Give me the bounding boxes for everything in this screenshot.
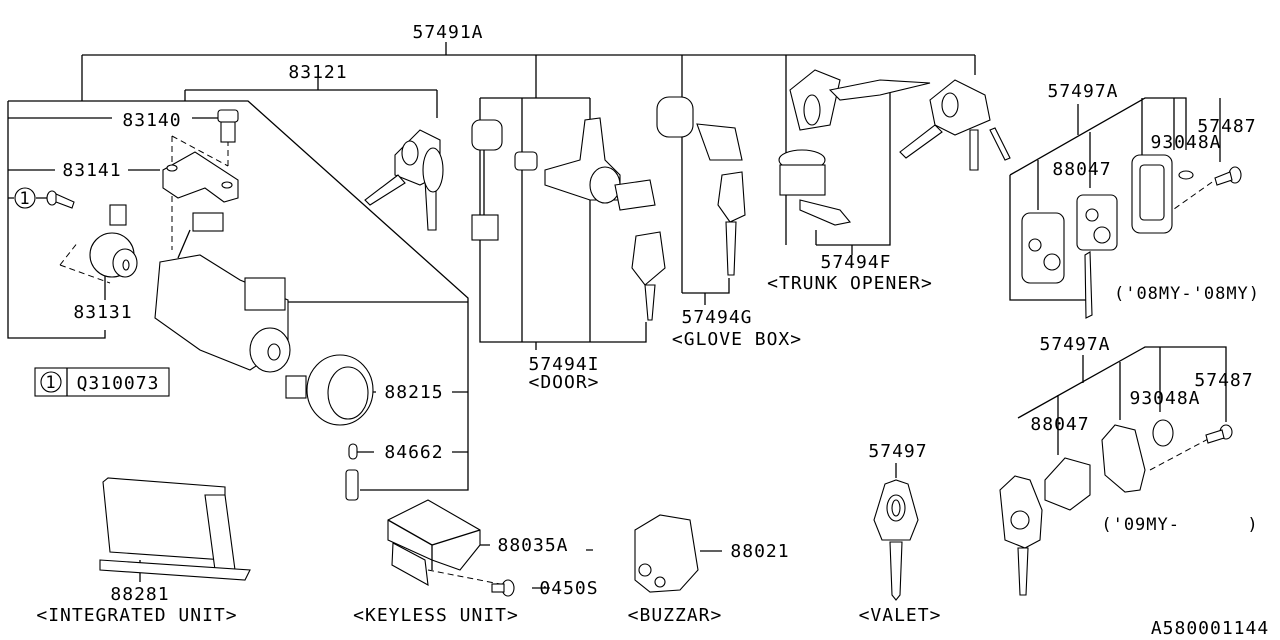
label-trunk-opener: <TRUNK OPENER> [767,273,933,294]
glove-box-lock-57494G-icon [656,96,746,276]
trunk-lock-57494F-icon [778,69,931,226]
buzzer-88021-icon [634,514,699,593]
label-57494F[interactable]: 57494F [820,252,891,273]
label-84662[interactable]: 84662 [384,442,443,463]
antenna-ring-88215-icon [285,354,374,426]
label-83140[interactable]: 83140 [122,110,181,131]
label-83141[interactable]: 83141 [62,160,121,181]
label-88047-09MY[interactable]: 88047 [1030,414,1089,435]
remote-08MY-icons [1021,154,1242,319]
label-57487-09MY[interactable]: 57487 [1194,370,1253,391]
clamp-83141-icon [162,151,239,203]
label-57497[interactable]: 57497 [868,441,927,462]
label-valet: <VALET> [859,605,942,626]
label-93048A-08MY[interactable]: 93048A [1150,132,1221,153]
label-57497A-08MY[interactable]: 57497A [1047,81,1118,102]
ref-marker-text: 1 [19,189,30,209]
part-labels: 57491A 83121 83140 83141 83131 88215 846… [36,22,1269,639]
label-range-09MY: ('09MY- ) [1101,515,1258,535]
label-88047-08MY[interactable]: 88047 [1052,159,1111,180]
label-88215[interactable]: 88215 [384,382,443,403]
remote-09MY-icons [999,419,1233,596]
screw-icon [46,190,75,209]
figure-id: A580001144 [1151,618,1269,639]
label-83131[interactable]: 83131 [73,302,132,323]
bolt-83140-icon [217,109,239,143]
valet-key-57497-icon [873,479,919,601]
legend-part-number: Q310073 [77,373,160,394]
label-57487-08MY[interactable]: 57487 [1197,116,1256,137]
label-57497A-09MY[interactable]: 57497A [1039,334,1110,355]
label-93048A-09MY[interactable]: 93048A [1129,388,1200,409]
label-buzzar: <BUZZAR> [628,605,723,626]
label-88281[interactable]: 88281 [110,584,169,605]
ref-marker-1: 1 [14,187,36,209]
label-57491A[interactable]: 57491A [412,22,483,43]
steering-lock-body-icon [154,212,291,373]
label-57494I[interactable]: 57494I [528,354,599,375]
keys-57491A-icon [899,79,1011,171]
door-lock-57494I-icon [471,117,666,321]
label-88021[interactable]: 88021 [730,541,789,562]
label-integrated-unit: <INTEGRATED UNIT> [36,605,237,626]
label-0450S[interactable]: 0450S [539,578,598,599]
keyless-unit-88035A-icon [387,499,515,597]
integrated-unit-88281-icon [99,477,251,581]
label-range-08MY: ('08MY-'08MY) [1114,284,1260,304]
bulb-84662-icon [345,443,359,501]
label-83121[interactable]: 83121 [288,62,347,83]
label-keyless-unit: <KEYLESS UNIT> [353,605,519,626]
ignition-keys-83121-icon [364,129,444,231]
leader-lines [7,42,1227,589]
label-glove-box: <GLOVE BOX> [672,329,802,350]
label-57494G[interactable]: 57494G [681,307,752,328]
legend-ref: 1 [45,373,56,393]
label-door: <DOOR> [528,372,599,393]
ignition-switch-83131-icon [89,204,138,278]
label-88035A[interactable]: 88035A [497,535,568,556]
legend-box: 1 Q310073 [34,367,170,397]
